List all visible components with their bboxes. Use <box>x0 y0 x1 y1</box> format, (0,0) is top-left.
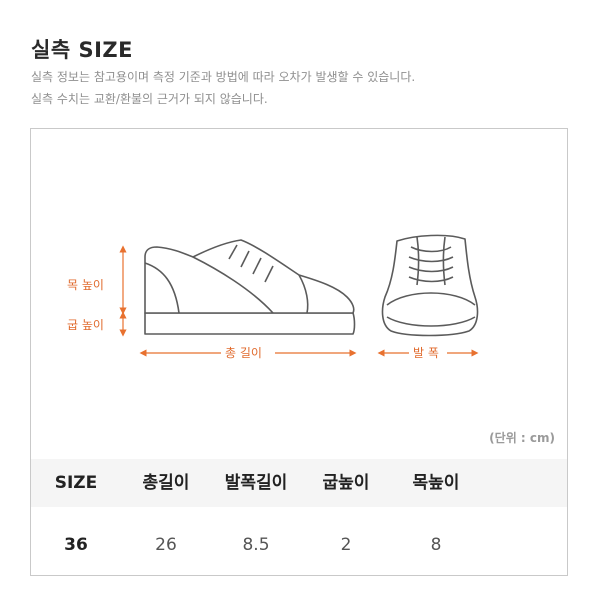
size-table-header: SIZE 총길이 발폭길이 굽높이 목높이 <box>31 459 567 507</box>
measurement-disclaimer: 실측 정보는 참고용이며 측정 기준과 방법에 따라 오차가 발생할 수 있습니… <box>31 70 416 84</box>
header-total-length: 총길이 <box>142 473 190 493</box>
header-heel-height: 굽높이 <box>322 473 370 493</box>
foot-width-label: 발 폭 <box>413 346 439 360</box>
sneaker-side-icon <box>144 239 356 335</box>
size-card: 목 높이 굽 높이 총 길이 발 폭 (단위 : cm) SIZE 총길이 발폭… <box>30 128 568 576</box>
row-total-length-value: 26 <box>155 535 177 555</box>
heel-height-measure: 굽 높이 <box>67 311 127 337</box>
row-foot-width-value: 8.5 <box>242 535 270 555</box>
shoe-measurement-diagram: 목 높이 굽 높이 총 길이 발 폭 <box>67 234 479 360</box>
table-row: 36 26 8.5 2 8 <box>31 521 567 569</box>
sneaker-front-icon <box>381 234 479 337</box>
total-length-label: 총 길이 <box>225 346 262 360</box>
row-collar-height-value: 8 <box>430 535 442 555</box>
heel-height-label: 굽 높이 <box>67 318 104 332</box>
unit-note: (단위 : cm) <box>489 431 555 445</box>
header-size: SIZE <box>54 473 98 493</box>
header-foot-width: 발폭길이 <box>224 473 288 493</box>
header-collar-height: 목높이 <box>412 473 460 493</box>
collar-height-measure: 목 높이 <box>67 245 127 315</box>
page-title: 실측 SIZE <box>31 38 133 62</box>
total-length-measure: 총 길이 <box>139 346 357 360</box>
row-heel-height-value: 2 <box>340 535 352 555</box>
collar-height-label: 목 높이 <box>67 278 104 292</box>
row-size-value: 36 <box>64 535 88 555</box>
foot-width-measure: 발 폭 <box>377 346 479 360</box>
refund-disclaimer: 실측 수치는 교환/환불의 근거가 되지 않습니다. <box>31 92 268 106</box>
